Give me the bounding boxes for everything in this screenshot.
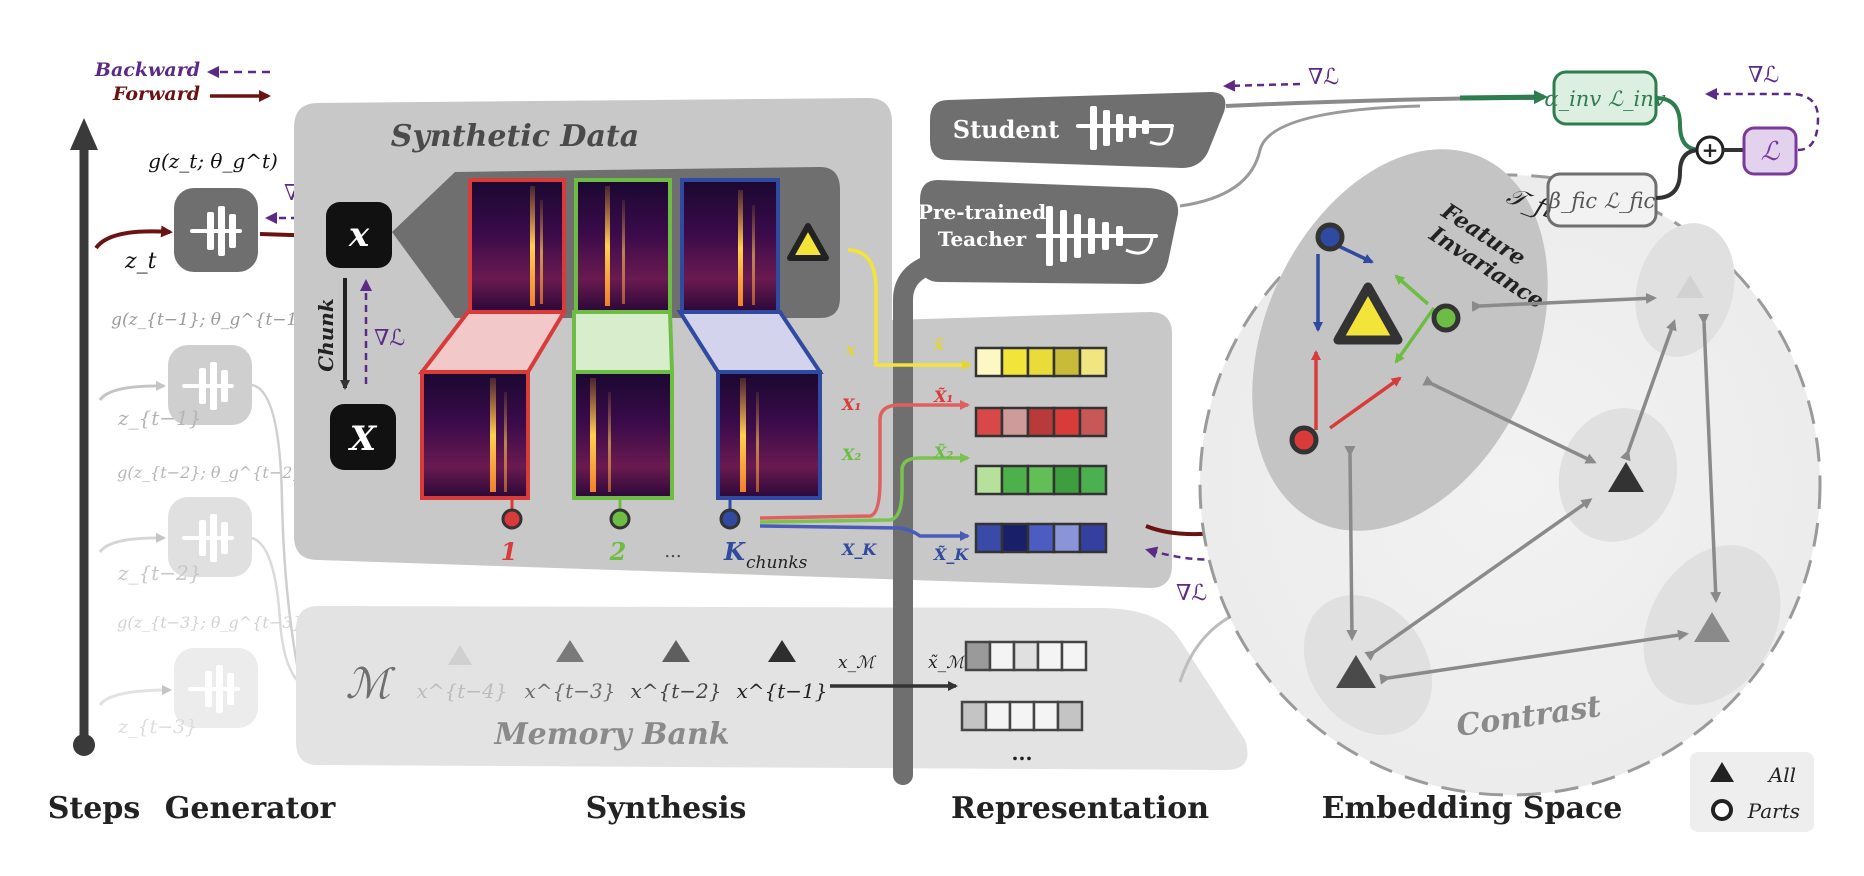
legend-all-icon xyxy=(1710,762,1734,782)
student-backward-arrow xyxy=(1223,79,1301,92)
representation-pipe xyxy=(893,252,950,785)
backward-label: Backward xyxy=(94,59,200,81)
column-label-generator: Generator xyxy=(165,791,337,826)
teacher-to-fic-line xyxy=(1179,104,1421,208)
memory-vector-1 xyxy=(964,640,1088,672)
column-label-embedding: Embedding Space xyxy=(1322,791,1623,826)
arrow-label-x1: X₁ xyxy=(841,395,861,414)
total-loss-box xyxy=(1742,126,1798,176)
arrow-label-xk: X_K xyxy=(841,540,877,559)
memory-bank-title: Memory Bank xyxy=(493,717,729,752)
memory-x-tilde-label: x̃_ℳ xyxy=(928,653,967,673)
generator-icon-t3 xyxy=(188,665,240,713)
generator-label-t: g(z_t; θ_g^t) xyxy=(148,149,278,173)
tilde-label-xk: X̃_K xyxy=(933,545,969,564)
x-chunks-box xyxy=(330,404,396,470)
memory-item-3: x^{t−2} xyxy=(630,679,721,703)
representation-arrows xyxy=(759,248,972,541)
forward-label: Forward xyxy=(112,83,200,105)
spectrogram-full xyxy=(468,178,780,314)
x-chunks-label: X xyxy=(348,419,378,459)
memory-items xyxy=(448,640,796,665)
generator-icon-t1 xyxy=(182,362,234,410)
fic-to-sum-line xyxy=(1655,148,1701,200)
total-loss-label: ℒ xyxy=(1761,137,1781,167)
generator-label-t1: g(z_{t−1}; θ_g^{t−1}) xyxy=(111,310,315,330)
teacher-label-line2: Teacher xyxy=(938,227,1027,251)
generator-icon-t2 xyxy=(182,514,234,562)
chunk-label: Chunk xyxy=(314,298,338,371)
student-grad-label: ∇ℒ xyxy=(1308,65,1339,90)
memory-symbol: ℳ xyxy=(346,659,397,708)
z-t-label: z_t xyxy=(124,249,157,274)
all-yellow-triangle xyxy=(1333,282,1403,345)
legend-parts-icon xyxy=(1711,799,1733,821)
steps-origin-dot xyxy=(73,734,95,756)
chunk-k-spectrogram xyxy=(716,370,822,500)
chunk-2-connector xyxy=(572,310,675,374)
column-label-representation: Representation xyxy=(951,791,1209,826)
loss-grad-label: ∇ℒ xyxy=(1748,63,1779,88)
generator-label-t3: g(z_{t−3}; θ_g^{t−3}) xyxy=(117,613,309,632)
z-t3-label: z_{t−3} xyxy=(117,716,197,738)
memory-vector-2 xyxy=(960,700,1084,732)
legend-all-label: All xyxy=(1767,763,1796,787)
chunk-label-suffix: chunks xyxy=(746,553,808,573)
chunk-1-spectrogram xyxy=(420,370,530,500)
tilde-label-x2: X̃₂ xyxy=(933,443,953,462)
representation-grad-label: ∇ℒ xyxy=(1176,581,1207,606)
arrow-label-x2: X₂ xyxy=(841,445,861,464)
inv-to-sum-line xyxy=(1655,96,1701,152)
fic-loss-label: β_fic ℒ_fic xyxy=(1548,189,1656,213)
teacher-network-icon xyxy=(1036,206,1158,266)
student-box xyxy=(930,92,1226,168)
all-embedding-marker xyxy=(787,223,829,261)
chunk-2-spectrogram xyxy=(572,370,674,500)
generator-label-t2: g(z_{t−2}; θ_g^{t−2}) xyxy=(117,463,309,482)
z-t2-label: z_{t−2} xyxy=(117,561,202,585)
teacher-label-line1: Pre-trained xyxy=(918,200,1046,224)
embedding-vector-green xyxy=(974,464,1108,496)
column-label-steps: Steps xyxy=(48,791,140,826)
student-to-inv-arrow xyxy=(1459,90,1548,105)
embedding-vector-blue xyxy=(974,522,1108,554)
direction-legend: Backward Forward xyxy=(94,59,271,105)
chunk-label-1: 1 xyxy=(501,537,518,566)
memory-vector-dots: ... xyxy=(1012,741,1033,765)
chunk-label-k: K xyxy=(723,537,746,566)
steps-axis xyxy=(70,118,98,756)
memory-item-4: x^{t−1} xyxy=(736,679,827,703)
memory-item-2: x^{t−3} xyxy=(524,679,615,703)
sum-plus: + xyxy=(1702,138,1719,162)
generator-icon xyxy=(190,206,242,256)
legend-parts-label: Parts xyxy=(1747,799,1800,823)
x-sample-box xyxy=(326,202,392,268)
zt-forward-arrow xyxy=(94,225,173,250)
chunk-label-2: 2 xyxy=(609,537,627,566)
generator-column: g(z_t; θ_g^t) z_t ∇ℒ g(z_{t−1}; θ_g^{t−1… xyxy=(94,149,325,738)
tilde-label-x: x̃ xyxy=(933,335,944,354)
chunk-label-dots: ... xyxy=(664,541,681,562)
chunk-spectrograms xyxy=(420,370,822,500)
loss-backward-arrow xyxy=(1705,88,1820,152)
chunk-grad-label: ∇ℒ xyxy=(374,326,405,351)
column-label-synthesis: Synthesis xyxy=(586,791,747,826)
inv-loss-label: α_inv ℒ_inv xyxy=(1544,87,1665,111)
student-label: Student xyxy=(953,115,1059,144)
tilde-label-x1: X̃₁ xyxy=(933,387,953,406)
embedding-vector-red xyxy=(974,406,1108,438)
memory-item-1: x^{t−4} xyxy=(416,679,507,703)
feature-invariance-graph xyxy=(1289,222,1461,455)
x-sample-label: x xyxy=(348,215,370,255)
chunk-part-dots xyxy=(501,498,741,530)
arrow-label-x: x xyxy=(845,340,856,359)
student-network-icon xyxy=(1076,106,1174,150)
contrast-arrows xyxy=(1344,292,1722,685)
memory-x-label: x_ℳ xyxy=(838,653,877,673)
z-t1-label: z_{t−1} xyxy=(117,406,202,430)
synthetic-data-title: Synthetic Data xyxy=(391,119,639,154)
embedding-vector-yellow xyxy=(974,346,1108,378)
